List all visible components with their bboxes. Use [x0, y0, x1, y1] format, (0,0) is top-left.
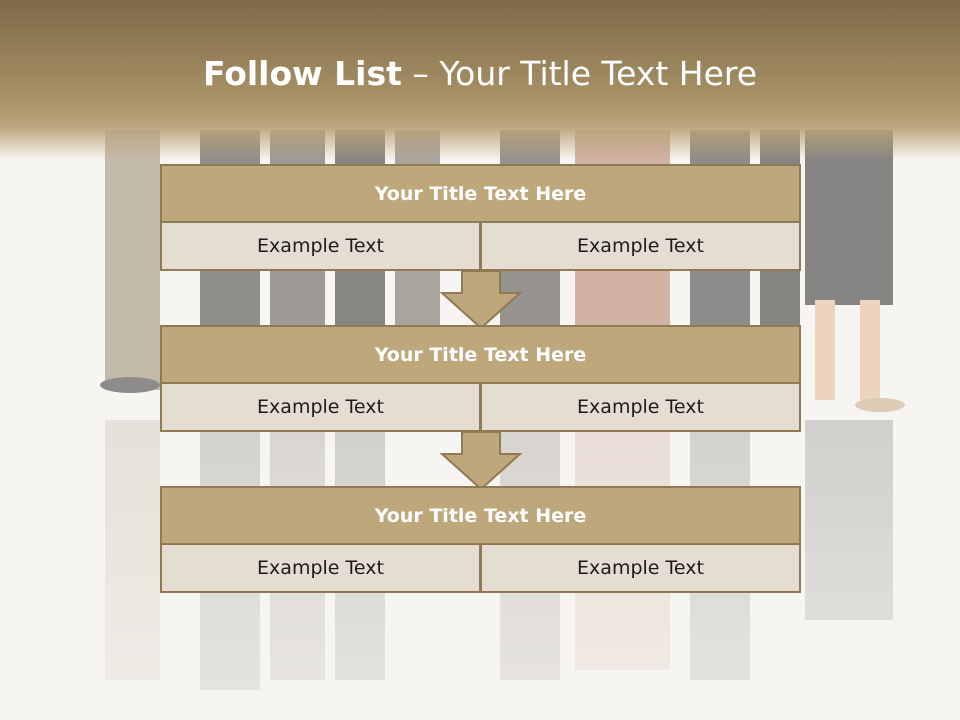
- block-cell-right: Example Text: [480, 543, 801, 593]
- title-banner: [0, 0, 960, 160]
- block-cell-left: Example Text: [160, 543, 481, 593]
- block-cell-left: Example Text: [160, 221, 481, 271]
- block-cell-right: Example Text: [480, 221, 801, 271]
- list-block-2: Your Title Text Here Example Text Exampl…: [160, 325, 801, 432]
- block-cell-right: Example Text: [480, 382, 801, 432]
- list-block-3: Your Title Text Here Example Text Exampl…: [160, 486, 801, 593]
- block-title: Your Title Text Here: [160, 486, 801, 545]
- title-bold-part: Follow List: [202, 54, 402, 93]
- down-arrow-icon: [440, 270, 522, 330]
- page-title: Follow List – Your Title Text Here: [0, 54, 960, 93]
- block-title: Your Title Text Here: [160, 164, 801, 223]
- block-title: Your Title Text Here: [160, 325, 801, 384]
- block-cell-left: Example Text: [160, 382, 481, 432]
- down-arrow-icon: [440, 431, 522, 491]
- list-block-1: Your Title Text Here Example Text Exampl…: [160, 164, 801, 271]
- title-rest-part: – Your Title Text Here: [401, 54, 758, 93]
